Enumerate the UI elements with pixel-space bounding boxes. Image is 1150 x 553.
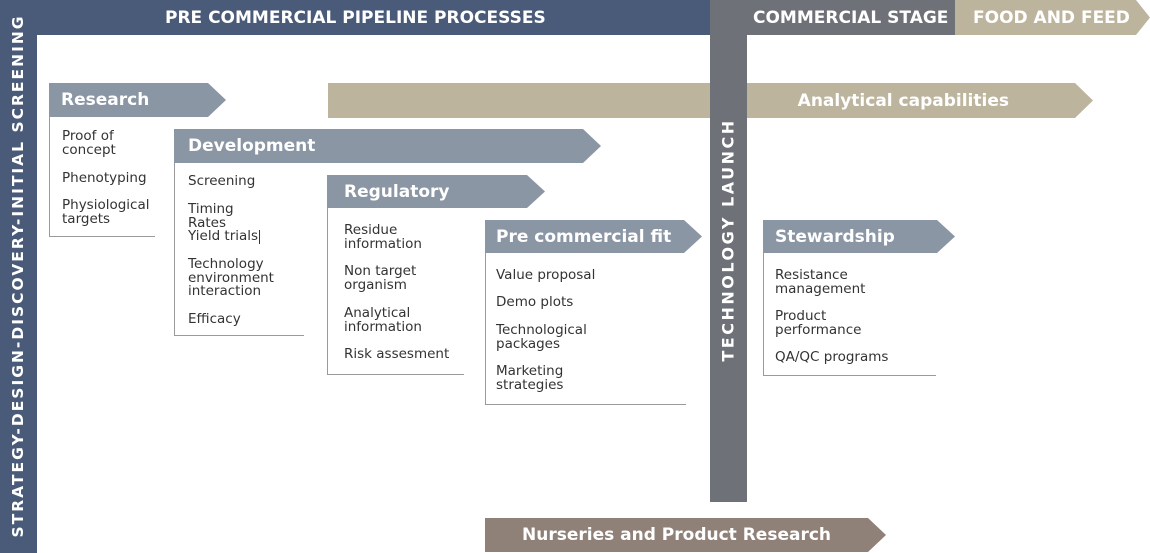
nurseries-arrow: Nurseries and Product Research xyxy=(485,518,886,552)
regulatory-title: Regulatory xyxy=(344,181,450,202)
research-arrow: Research xyxy=(49,83,226,117)
nurseries-label: Nurseries and Product Research xyxy=(522,525,832,545)
food-feed-header: FOOD AND FEED xyxy=(955,0,1150,35)
precommercial-box xyxy=(485,253,686,405)
regulatory-item: Risk assesment xyxy=(344,346,450,362)
pre-commercial-label: PRE COMMERCIAL PIPELINE PROCESSES xyxy=(165,7,546,28)
stewardship-item: QA/QC programs xyxy=(775,349,889,365)
regulatory-box xyxy=(327,208,464,375)
analytical-capabilities-label: Analytical capabilities xyxy=(797,90,1009,111)
stewardship-arrow: Stewardship xyxy=(763,220,955,253)
technology-launch-label: TECHNOLOGY LAUNCH xyxy=(718,118,738,362)
precommercial-title: Pre commercial fit xyxy=(496,226,672,247)
development-box xyxy=(174,163,304,336)
food-feed-label: FOOD AND FEED xyxy=(973,7,1130,28)
development-title: Development xyxy=(188,136,316,156)
research-title: Research xyxy=(61,90,150,110)
development-arrow: Development xyxy=(174,129,601,163)
precommercial-item: Value proposal xyxy=(496,267,596,283)
research-box xyxy=(49,117,155,237)
side-label: STRATEGY-DESIGN-DISCOVERY-INITIAL SCREEN… xyxy=(9,14,27,538)
commercial-stage-header: COMMERCIAL STAGE xyxy=(747,0,955,35)
pre-commercial-header: PRE COMMERCIAL PIPELINE PROCESSES xyxy=(37,0,710,35)
side-bar xyxy=(0,0,37,553)
precommercial-item: Demo plots xyxy=(496,294,574,310)
precommercial-arrow: Pre commercial fit xyxy=(485,220,702,253)
commercial-stage-label: COMMERCIAL STAGE xyxy=(753,7,949,28)
technology-launch-bar xyxy=(710,0,747,502)
development-item: Screening xyxy=(188,173,256,189)
research-item: Phenotyping xyxy=(62,170,147,186)
stewardship-title: Stewardship xyxy=(775,226,895,247)
stewardship-box xyxy=(763,253,936,376)
regulatory-arrow: Regulatory xyxy=(327,175,545,208)
development-item: Efficacy xyxy=(188,311,241,327)
